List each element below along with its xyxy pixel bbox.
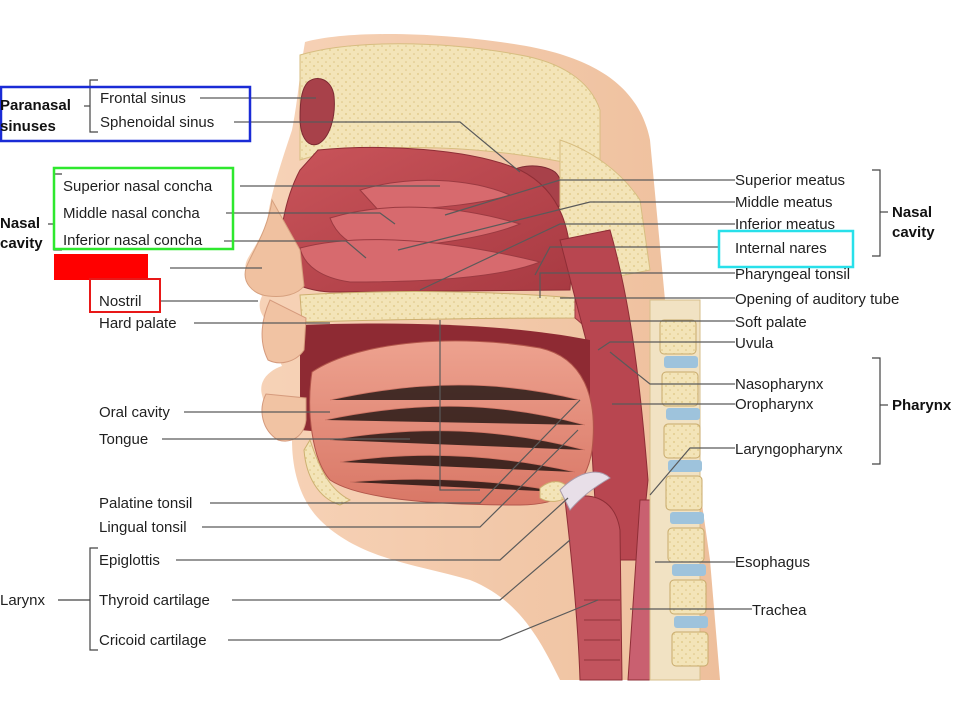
label-esophagus: Esophagus xyxy=(735,554,810,571)
label-nostril: Nostril xyxy=(99,293,142,310)
group-larynx: Larynx xyxy=(0,592,46,609)
vertebral-column xyxy=(649,299,709,681)
leader-lines xyxy=(160,97,752,641)
label-lingual-tonsil: Lingual tonsil xyxy=(99,519,187,536)
label-uvula: Uvula xyxy=(735,335,774,352)
nose-shape xyxy=(244,198,305,297)
label-opening-auditory-tube: Opening of auditory tube xyxy=(735,291,899,308)
group-nasal-right-line2: cavity xyxy=(892,224,935,241)
label-trachea: Trachea xyxy=(752,602,807,619)
group-nasal-left-line2: cavity xyxy=(0,235,43,252)
highlight-boxes xyxy=(0,85,855,313)
nostril-highlight-box xyxy=(89,278,161,313)
group-paranasal-line2: sinuses xyxy=(0,118,56,135)
trachea-rings xyxy=(584,599,620,661)
group-pharynx: Pharynx xyxy=(892,397,952,414)
label-thyroid-cartilage: Thyroid cartilage xyxy=(99,592,210,609)
label-inferior-meatus: Inferior meatus xyxy=(735,216,835,233)
label-palatine-tonsil: Palatine tonsil xyxy=(99,495,192,512)
upper-lip xyxy=(261,299,307,364)
right-labels: Superior meatus Middle meatus Inferior m… xyxy=(735,172,899,619)
head-illustration xyxy=(244,34,720,681)
label-oropharynx: Oropharynx xyxy=(735,396,814,413)
label-hard-palate: Hard palate xyxy=(99,315,177,332)
redacted-label-bar xyxy=(54,254,148,280)
label-soft-palate: Soft palate xyxy=(735,314,807,331)
group-nasal-left-line1: Nasal xyxy=(0,215,40,232)
label-superior-nasal-concha: Superior nasal concha xyxy=(63,178,213,195)
group-labels: Paranasal sinuses Nasal cavity Nasal cav… xyxy=(0,97,952,609)
left-labels: Frontal sinus Sphenoidal sinus Superior … xyxy=(63,90,214,649)
label-oral-cavity: Oral cavity xyxy=(99,404,170,421)
inferior-concha-shape xyxy=(299,239,542,283)
label-sphenoidal-sinus: Sphenoidal sinus xyxy=(100,114,214,131)
label-tongue: Tongue xyxy=(99,431,148,448)
label-epiglottis: Epiglottis xyxy=(99,552,160,569)
label-laryngopharynx: Laryngopharynx xyxy=(735,441,843,458)
frontal-sinus-shape xyxy=(299,78,335,146)
label-middle-nasal-concha: Middle nasal concha xyxy=(63,205,200,222)
label-internal-nares: Internal nares xyxy=(735,240,827,257)
tongue-fibers xyxy=(324,384,586,493)
group-nasal-right-line1: Nasal xyxy=(892,204,932,221)
mandible-bone xyxy=(303,438,352,506)
epiglottis-shape xyxy=(559,471,611,511)
lower-lip xyxy=(261,393,307,442)
larynx-shape xyxy=(564,495,623,681)
internal-nares-highlight-box xyxy=(717,229,855,269)
label-nasopharynx: Nasopharynx xyxy=(735,376,824,393)
group-paranasal-line1: Paranasal xyxy=(0,97,71,114)
paranasal-highlight-box xyxy=(0,85,252,143)
conchae-highlight-box xyxy=(52,166,235,251)
label-superior-meatus: Superior meatus xyxy=(735,172,845,189)
label-inferior-nasal-concha: Inferior nasal concha xyxy=(63,232,203,249)
hard-palate-shape xyxy=(299,291,576,323)
label-cricoid-cartilage: Cricoid cartilage xyxy=(99,632,207,649)
label-pharyngeal-tonsil: Pharyngeal tonsil xyxy=(735,266,850,283)
label-middle-meatus: Middle meatus xyxy=(735,194,833,211)
label-frontal-sinus: Frontal sinus xyxy=(100,90,186,107)
